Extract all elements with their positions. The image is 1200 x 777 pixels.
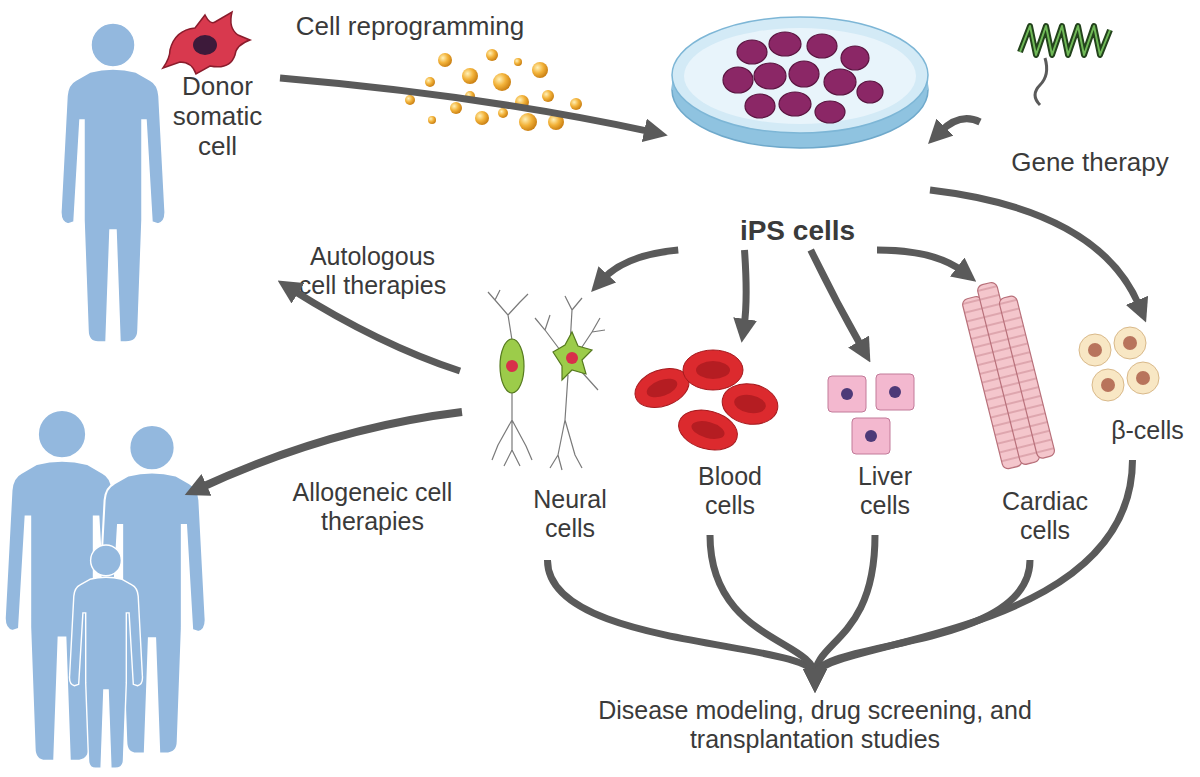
cardiac-cells bbox=[959, 277, 1056, 470]
edge-label: Autologous cell therapies bbox=[290, 242, 455, 300]
allogeneic-arrow bbox=[200, 412, 462, 488]
liver-cells bbox=[828, 374, 914, 454]
neural-cells bbox=[488, 290, 605, 470]
cell-type: Cardiac cells bbox=[960, 280, 1100, 560]
flow-arrow bbox=[930, 190, 1140, 307]
donor-silhouette bbox=[61, 23, 165, 342]
node-label: iPS cells bbox=[665, 215, 930, 247]
flow-arrow bbox=[292, 289, 460, 371]
family-silhouette bbox=[5, 410, 206, 768]
reprogramming-factors bbox=[405, 49, 582, 131]
node-label: β-cells bbox=[1100, 416, 1195, 445]
flow-arrow bbox=[811, 250, 862, 348]
flow-arrow bbox=[280, 78, 651, 132]
node-label: Gene therapy bbox=[980, 148, 1200, 178]
flow-arrow bbox=[877, 250, 963, 271]
flow-arrow bbox=[815, 460, 1133, 676]
node-label: Neural cells bbox=[520, 485, 620, 543]
flow-arrow bbox=[602, 250, 678, 280]
donor-group: Donor somatic cell bbox=[50, 10, 280, 350]
node-label: Blood cells bbox=[680, 462, 780, 520]
application-box: Disease modeling, drug screening, and tr… bbox=[560, 690, 1070, 770]
beta-cells bbox=[1079, 327, 1159, 401]
petri-dish bbox=[672, 17, 928, 148]
node-label: Cardiac cells bbox=[995, 487, 1095, 545]
edge-label: Cell reprogramming bbox=[290, 12, 530, 42]
node-label: Disease modeling, drug screening, and tr… bbox=[560, 696, 1070, 754]
node-label: Liver cells bbox=[835, 462, 935, 520]
somatic-cell bbox=[163, 12, 250, 74]
blood-cells bbox=[630, 350, 782, 456]
cell-type: Blood cells bbox=[630, 340, 790, 535]
dna-helix bbox=[1020, 26, 1110, 105]
flow-arrow bbox=[744, 250, 746, 326]
flow-arrow bbox=[710, 535, 815, 676]
flow-arrow bbox=[547, 560, 815, 676]
flow-arrow bbox=[815, 560, 1030, 676]
ips-dish: iPS cells bbox=[665, 10, 930, 250]
gene-therapy: Gene therapy bbox=[980, 20, 1200, 190]
flow-arrow bbox=[815, 535, 875, 676]
cell-type: Liver cells bbox=[815, 360, 935, 535]
therapy-label: Allogeneic cell therapies bbox=[290, 478, 455, 536]
cell-type: Neural cells bbox=[460, 290, 635, 560]
node-label: Donor somatic cell bbox=[160, 72, 275, 162]
cell-type: β-cells bbox=[1070, 320, 1195, 460]
flow-arrow bbox=[940, 119, 980, 132]
